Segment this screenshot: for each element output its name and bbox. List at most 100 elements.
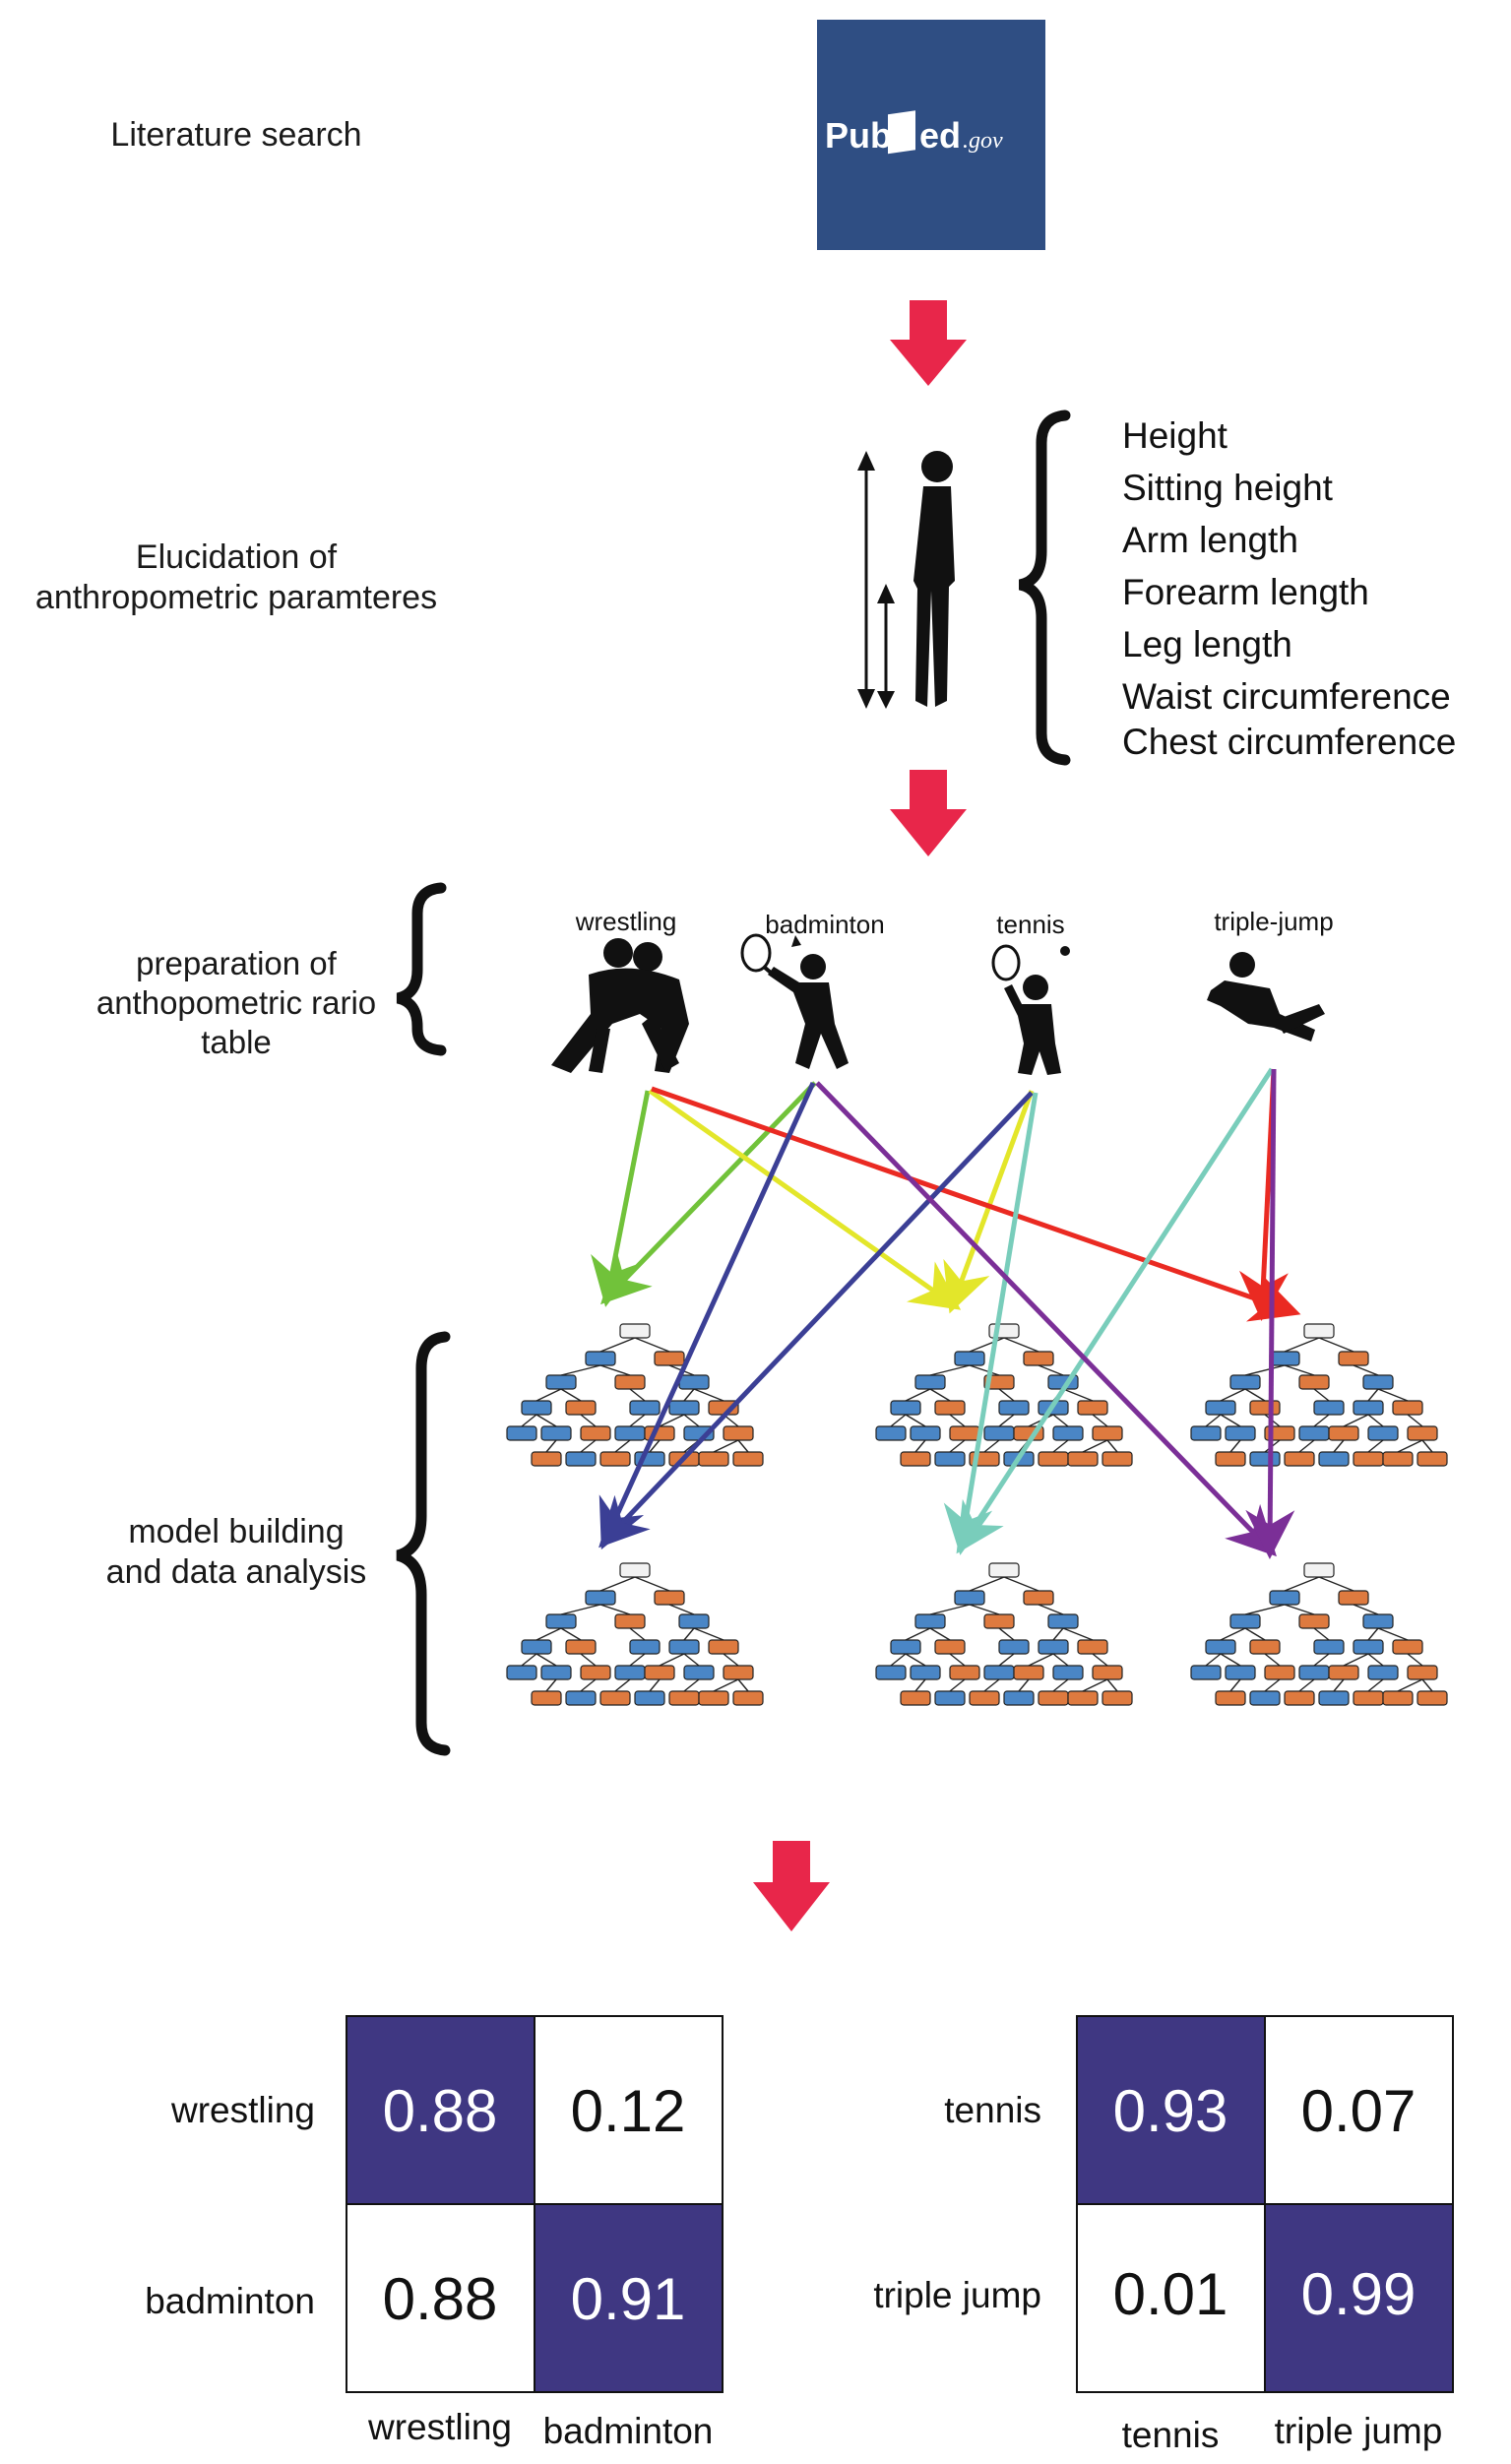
tree-node	[678, 1374, 710, 1390]
tree-node	[954, 1351, 985, 1366]
tree-node	[1092, 1425, 1123, 1441]
matrix-2-row-label-1: triple jump	[873, 2275, 1041, 2315]
tree-node	[1303, 1323, 1335, 1339]
tree-node	[540, 1425, 572, 1441]
tree-node	[723, 1425, 754, 1441]
tree-node	[910, 1425, 941, 1441]
tree-node	[1392, 1639, 1423, 1655]
tree-node	[732, 1451, 764, 1467]
tree-node	[565, 1400, 597, 1416]
tree-node	[1038, 1690, 1069, 1706]
parameter-sitting-height: Sitting height	[1122, 468, 1334, 508]
tree-node	[1269, 1351, 1300, 1366]
tree-node	[683, 1665, 715, 1680]
tree-node	[614, 1425, 646, 1441]
matrix-1-value-0-0: 0.88	[383, 2078, 498, 2144]
arrow-badminton-to-tree-4	[598, 1081, 816, 1550]
tree-node	[934, 1639, 966, 1655]
tree-node	[599, 1690, 631, 1706]
tree-node	[998, 1400, 1030, 1416]
tennis-icon	[991, 944, 1070, 1075]
step-label-elucidation-line1: Elucidation of	[136, 538, 338, 576]
tree-node	[585, 1590, 616, 1606]
tree-node	[1249, 1451, 1281, 1467]
tree-node	[1269, 1590, 1300, 1606]
tree-node	[1249, 1400, 1281, 1416]
tree-node	[506, 1665, 537, 1680]
tree-node	[1382, 1451, 1414, 1467]
tree-node	[565, 1451, 597, 1467]
matrix-1-cell-1-1	[534, 2203, 724, 2393]
arrow-triplejump-to-tree-6	[1245, 1068, 1295, 1559]
arrow-wrestling-to-tree-2	[648, 1088, 962, 1310]
tree-node	[580, 1665, 611, 1680]
tree-node	[1264, 1665, 1295, 1680]
tree-node	[875, 1665, 907, 1680]
tree-node	[1407, 1665, 1438, 1680]
tree-node	[983, 1613, 1015, 1629]
tree-node	[890, 1400, 921, 1416]
tree-node	[619, 1323, 651, 1339]
arrow-triplejump-to-tree-5	[956, 1067, 1275, 1554]
arrow-badminton-to-tree-1	[600, 1081, 817, 1305]
tree-node	[998, 1639, 1030, 1655]
pubmed-logo-gov: .gov	[963, 128, 1003, 154]
tree-node	[983, 1374, 1015, 1390]
tree-node	[1298, 1425, 1330, 1441]
decision-tree-4	[506, 1562, 764, 1706]
parameter-height: Height	[1122, 415, 1228, 456]
tree-node	[1047, 1613, 1079, 1629]
tree-node	[1353, 1639, 1384, 1655]
matrix-1-cell-0-0	[346, 2015, 535, 2205]
tree-node	[1052, 1665, 1084, 1680]
tree-node	[698, 1690, 729, 1706]
tree-node	[983, 1425, 1015, 1441]
tree-node	[1023, 1351, 1054, 1366]
tree-node	[540, 1665, 572, 1680]
matrix-1-col-label-0: wrestling	[367, 2407, 512, 2447]
triple-jump-icon	[1207, 952, 1325, 1042]
tree-node	[565, 1639, 597, 1655]
decision-tree-5	[875, 1562, 1133, 1706]
tree-node	[521, 1639, 552, 1655]
tree-node	[1284, 1690, 1315, 1706]
decision-tree-1	[506, 1323, 764, 1467]
tree-node	[1362, 1374, 1394, 1390]
tree-node	[565, 1690, 597, 1706]
tree-node	[910, 1665, 941, 1680]
tree-node	[1353, 1451, 1384, 1467]
tree-node	[531, 1451, 562, 1467]
tree-node	[1298, 1374, 1330, 1390]
matrix-2-value-1-0: 0.01	[1113, 2261, 1228, 2327]
matrix-2-cell-0-1	[1264, 2015, 1454, 2205]
matrix-1-row-label-0: wrestling	[170, 2090, 315, 2130]
tree-node	[1367, 1665, 1399, 1680]
tree-node	[1417, 1451, 1448, 1467]
confusion-matrix-2: 0.93 0.07 0.01 0.99 tennis triple jump t…	[873, 2015, 1454, 2455]
matrix-2-cell-0-0	[1076, 2015, 1266, 2205]
tree-node	[1338, 1590, 1369, 1606]
tree-node	[1225, 1665, 1256, 1680]
tree-node	[1225, 1425, 1256, 1441]
tree-node	[1077, 1400, 1108, 1416]
tree-node	[654, 1590, 685, 1606]
tree-node	[678, 1613, 710, 1629]
matrix-2-value-0-0: 0.93	[1113, 2078, 1228, 2144]
tree-node	[1328, 1665, 1359, 1680]
tree-node	[1353, 1400, 1384, 1416]
confusion-matrix-1: 0.88 0.12 0.88 0.91 wrestling badminton …	[145, 2015, 724, 2451]
tree-node	[1229, 1374, 1261, 1390]
tree-node	[732, 1690, 764, 1706]
step-arrow-3	[753, 1841, 830, 1931]
parameters-brace	[1018, 410, 1071, 766]
tree-node	[654, 1351, 685, 1366]
tree-node	[1407, 1425, 1438, 1441]
sport-label-tennis: tennis	[996, 910, 1064, 939]
preparation-brace	[396, 882, 447, 1056]
pubmed-logo-pub: Pub	[825, 115, 892, 156]
parameter-waist-circumference: Waist circumference	[1122, 676, 1451, 717]
matrix-1-value-1-1: 0.91	[571, 2266, 686, 2332]
tree-node	[629, 1639, 661, 1655]
tree-node	[614, 1374, 646, 1390]
